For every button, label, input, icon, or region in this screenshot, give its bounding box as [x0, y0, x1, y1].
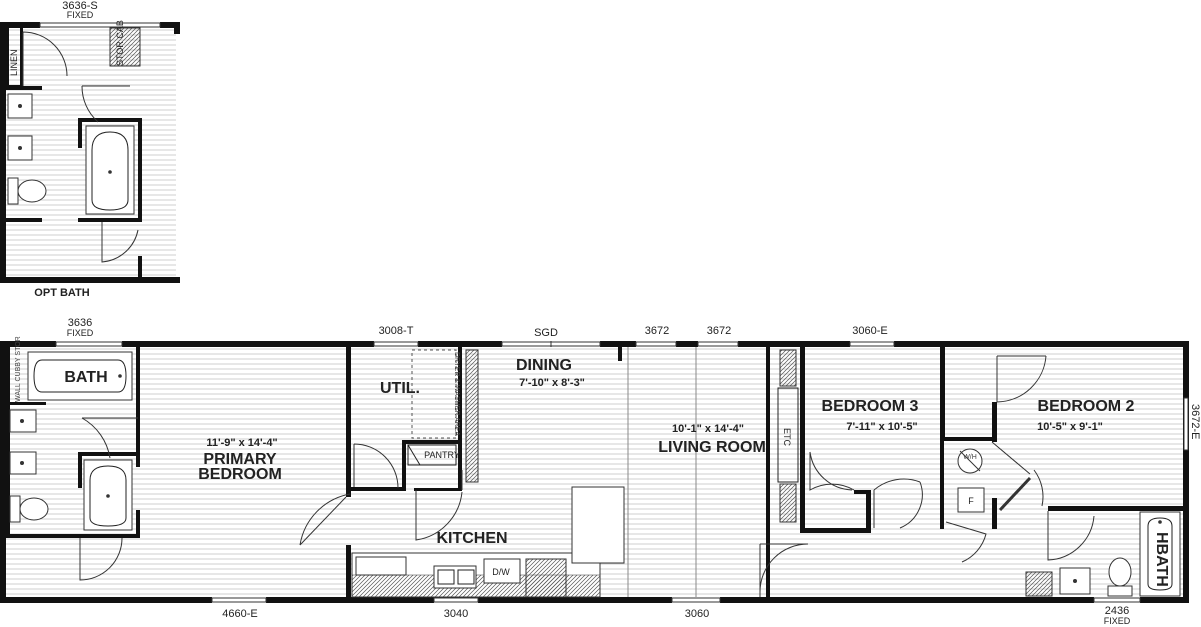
window-living-bottom-label: 3060 — [685, 608, 709, 620]
hbath-tub — [1139, 511, 1181, 597]
window-hbath-label: 2436 — [1105, 605, 1129, 617]
window-living-b — [697, 341, 739, 347]
etc-label: ETC — [782, 428, 792, 447]
dishwasher — [483, 558, 521, 584]
opt-bath-window-label: 3636-S — [62, 0, 97, 12]
window-primary-bottom — [211, 597, 267, 603]
util-door — [353, 443, 399, 489]
primary-name-2: BEDROOM — [198, 466, 282, 483]
window-living-a — [635, 341, 677, 347]
furnace-label: F — [968, 496, 974, 506]
bath-label: BATH — [64, 369, 107, 386]
main-floor-plan — [0, 341, 1189, 603]
bedroom2-name: BEDROOM 2 — [1038, 398, 1135, 415]
window-bedroom2-side — [1183, 397, 1189, 451]
pantry-label: PANTRY — [424, 450, 460, 460]
bedroom2-dims: 10'-5" x 9'-1" — [1037, 421, 1103, 433]
window-bedroom3-label: 3060-E — [852, 325, 887, 337]
primary-bath-door — [81, 417, 138, 459]
dryer-washer-label: DRYER & WASHER AREA — [453, 352, 460, 436]
kitchen-island — [571, 486, 625, 564]
opt-bath-inset: 3636-S FIXED LINEN STOR CAB OPT BATH — [0, 0, 180, 299]
primary-bedroom-door — [299, 493, 351, 546]
window-living-a-label: 3672 — [645, 325, 669, 337]
util-label: UTIL. — [380, 380, 420, 397]
hbath-label: HBATH — [1153, 532, 1170, 587]
window-util-label: 3008-T — [379, 325, 414, 337]
furnace — [957, 487, 985, 513]
window-util — [373, 341, 419, 347]
window-primary — [55, 341, 123, 347]
bedroom3-name: BEDROOM 3 — [822, 398, 919, 415]
kitchen-label: KITCHEN — [436, 530, 507, 547]
window-kitchen-label: 3040 — [444, 608, 468, 620]
window-living-bottom — [671, 597, 721, 603]
stor-cab-label: STOR CAB — [115, 20, 125, 66]
window-primary-bottom-label: 4660-E — [222, 608, 257, 620]
primary-dims: 11'-9" x 14'-4" — [206, 437, 277, 449]
living-name: LIVING ROOM — [658, 439, 766, 456]
bedroom3-closet-door — [809, 451, 855, 491]
window-primary-type: FIXED — [67, 328, 94, 338]
window-hbath-type: FIXED — [1104, 616, 1131, 626]
stor-cab — [109, 27, 141, 67]
window-kitchen — [433, 597, 479, 603]
wh-label: W/H — [963, 454, 977, 461]
dining-dims: 7'-10" x 8'-3" — [519, 377, 585, 389]
plan-labels: 3636 FIXED 3008-T SGD 3672 3672 3060-E 4… — [15, 317, 1201, 626]
window-bedroom3 — [849, 341, 895, 347]
window-primary-label: 3636 — [68, 317, 92, 329]
dining-name: DINING — [516, 357, 572, 374]
sgd-label: SGD — [534, 327, 558, 339]
window-right-label: 3672-E — [1189, 404, 1201, 439]
wall-cubby-label: WALL CUBBY STOR — [15, 336, 22, 402]
opt-bath-caption: OPT BATH — [34, 287, 89, 299]
pantry — [407, 444, 457, 466]
kitchen-sink — [433, 565, 477, 589]
window-living-b-label: 3672 — [707, 325, 731, 337]
primary-name-1: PRIMARY — [203, 451, 277, 468]
living-dims: 10'-1" x 14'-4" — [672, 423, 744, 435]
dw-label: D/W — [492, 567, 510, 577]
window-hbath — [1093, 597, 1141, 603]
etc-closet — [777, 387, 799, 483]
opt-bath-door — [81, 85, 130, 123]
range — [525, 558, 567, 598]
linen-label: LINEN — [9, 49, 19, 76]
bedroom3-dims: 7'-11" x 10'-5" — [846, 421, 917, 433]
opt-bath-window — [39, 22, 161, 28]
opt-bath-window-type: FIXED — [67, 10, 94, 20]
